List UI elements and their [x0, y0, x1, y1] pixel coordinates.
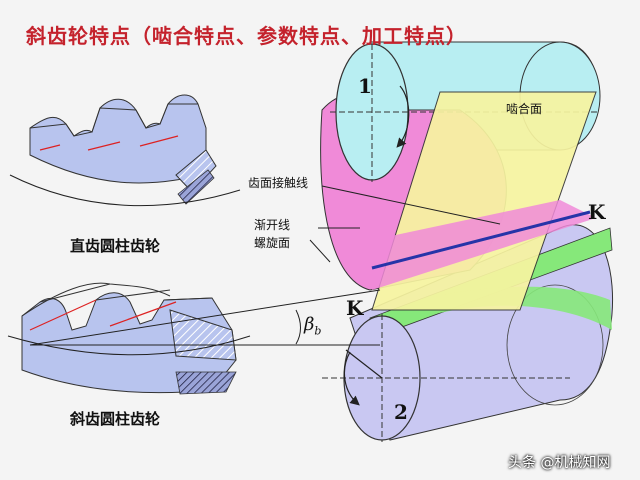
mesh-plane-label: 啮合面: [506, 102, 543, 116]
mesh-assembly: [29, 41, 614, 442]
helical-gear: [7, 282, 251, 395]
point-k-lower: K: [346, 296, 364, 320]
helicoid-label: 螺旋面: [254, 236, 291, 250]
contact-line-label: 齿面接触线: [248, 176, 309, 190]
spur-gear: [9, 94, 241, 207]
helical-gear-caption: 斜齿圆柱齿轮: [70, 410, 161, 428]
gear-2-label: 2: [394, 400, 408, 424]
beta-angle-label: βb: [304, 314, 321, 338]
gear-1-label: 1: [358, 74, 372, 98]
page-title: 斜齿轮特点（啮合特点、参数特点、加工特点）: [26, 24, 467, 48]
point-k-upper: K: [588, 200, 606, 224]
involute-label: 渐开线: [254, 218, 291, 232]
spur-gear-caption: 直齿圆柱齿轮: [70, 237, 161, 255]
watermark: 头条 @机械知网: [508, 455, 611, 471]
beta-symbol: β: [304, 314, 315, 335]
beta-subscript: b: [314, 324, 322, 338]
